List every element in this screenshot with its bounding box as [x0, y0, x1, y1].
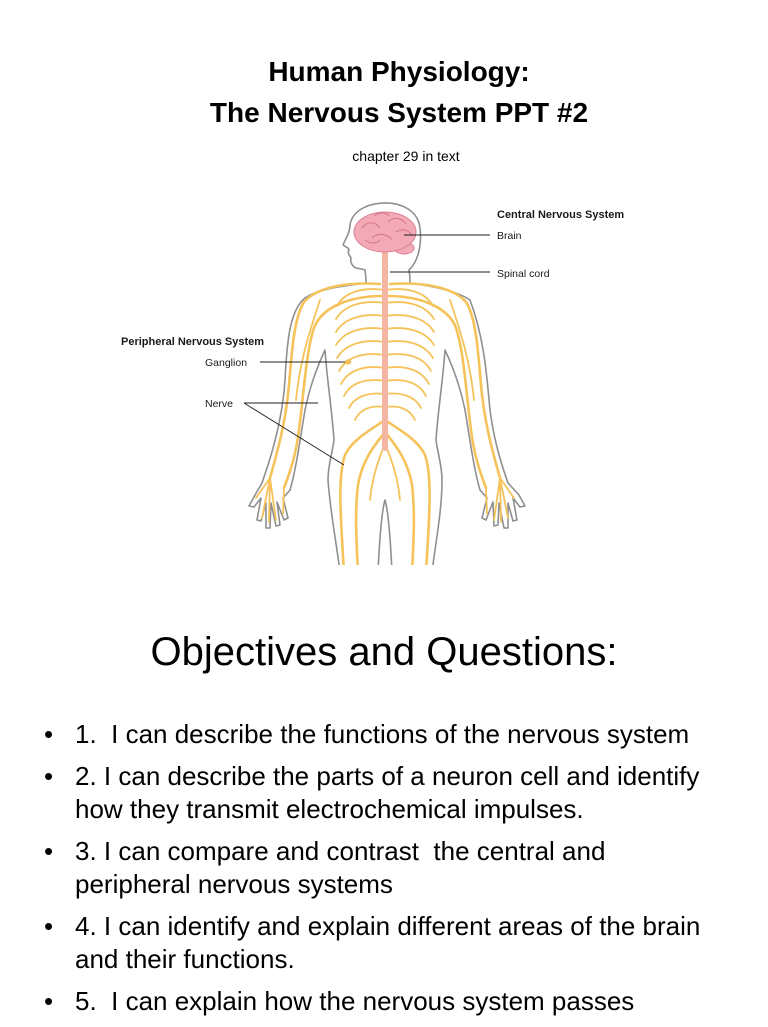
- rib-nerve: [343, 379, 386, 397]
- rib-nerve: [384, 327, 435, 346]
- brain: [353, 211, 417, 255]
- rib-nerve: [384, 366, 430, 385]
- objectives-list: 1. I can describe the functions of the n…: [0, 718, 768, 1027]
- list-item: 1. I can describe the functions of the n…: [0, 718, 768, 751]
- title-line-2: The Nervous System PPT #2: [209, 97, 589, 128]
- arm-nerve: [388, 282, 502, 480]
- rib-nerve: [384, 314, 435, 333]
- arm-nerve: [268, 282, 382, 480]
- bullet-dot: [44, 910, 53, 943]
- sciatic-nerve: [383, 418, 431, 565]
- brain-label: Brain: [497, 230, 522, 242]
- list-item-text: 3. I can compare and contrast the centra…: [75, 836, 606, 866]
- cerebrum: [353, 211, 417, 253]
- leader-lines: [243, 234, 490, 466]
- ganglion-label: Ganglion: [205, 357, 247, 369]
- left-arm-nerves: [255, 282, 384, 523]
- brain-folds: [361, 212, 413, 244]
- cns-heading-label: Central Nervous System: [497, 209, 624, 221]
- list-item-text: 4. I can identify and explain different …: [75, 911, 701, 941]
- list-item-text: peripheral nervous systems: [75, 869, 393, 899]
- bullet-dot: [44, 760, 53, 793]
- finger-nerve: [255, 477, 285, 523]
- right-arm-nerves: [386, 282, 515, 523]
- list-item: 4. I can identify and explain different …: [0, 910, 768, 976]
- list-item-text: 5. I can explain how the nervous system …: [75, 986, 635, 1016]
- arm-nerve: [386, 294, 488, 490]
- list-item-text: how they transmit electrochemical impuls…: [75, 794, 584, 824]
- rib-nerve: [384, 379, 427, 397]
- objectives-heading: Objectives and Questions:: [150, 630, 618, 674]
- arm-nerve: [295, 299, 321, 401]
- rib-nerve: [384, 353, 432, 372]
- rib-nerve: [340, 366, 386, 385]
- bullet-dot: [44, 835, 53, 868]
- subtitle: chapter 29 in text: [352, 148, 460, 164]
- arm-nerve: [449, 299, 475, 401]
- ganglion: [344, 359, 352, 365]
- pns-heading-label: Peripheral Nervous System: [121, 336, 264, 348]
- rib-nerve: [335, 301, 386, 320]
- leg-nerve: [383, 430, 416, 565]
- rib-nerve: [384, 392, 422, 409]
- nerve-leader-line-leg: [243, 402, 345, 466]
- list-item: 5. I can explain how the nervous system …: [0, 985, 768, 1018]
- list-item: 3. I can compare and contrast the centra…: [0, 835, 768, 901]
- rib-nerve: [338, 353, 386, 372]
- peripheral-nerves: [255, 282, 515, 565]
- rib-nerve: [354, 405, 386, 421]
- sciatic-nerve: [339, 418, 387, 565]
- finger-nerve: [485, 477, 515, 523]
- rib-nerve: [384, 405, 416, 421]
- list-item-text: 2. I can describe the parts of a neuron …: [75, 761, 700, 791]
- intercostal-nerves: [335, 288, 435, 421]
- rib-nerve: [336, 340, 386, 359]
- spinal-cord-label: Spinal cord: [497, 268, 550, 280]
- leg-nerve: [354, 430, 387, 565]
- diagram-labels: Central Nervous System Brain Spinal cord…: [121, 209, 624, 410]
- list-item-text: and their functions.: [75, 944, 295, 974]
- rib-nerve: [384, 340, 434, 359]
- nerve-label: Nerve: [205, 398, 233, 410]
- arm-nerve: [282, 294, 384, 490]
- nervous-system-diagram: Central Nervous System Brain Spinal cord…: [121, 202, 624, 565]
- bullet-dot: [44, 718, 53, 751]
- rib-nerve: [335, 327, 386, 346]
- title-line-1: Human Physiology:: [268, 56, 530, 87]
- rib-nerve: [384, 301, 435, 320]
- rib-nerve: [348, 392, 386, 409]
- list-item: 2. I can describe the parts of a neuron …: [0, 760, 768, 826]
- bullet-dot: [44, 985, 53, 1018]
- list-item-text: 1. I can describe the functions of the n…: [75, 719, 690, 749]
- rib-nerve: [335, 314, 386, 333]
